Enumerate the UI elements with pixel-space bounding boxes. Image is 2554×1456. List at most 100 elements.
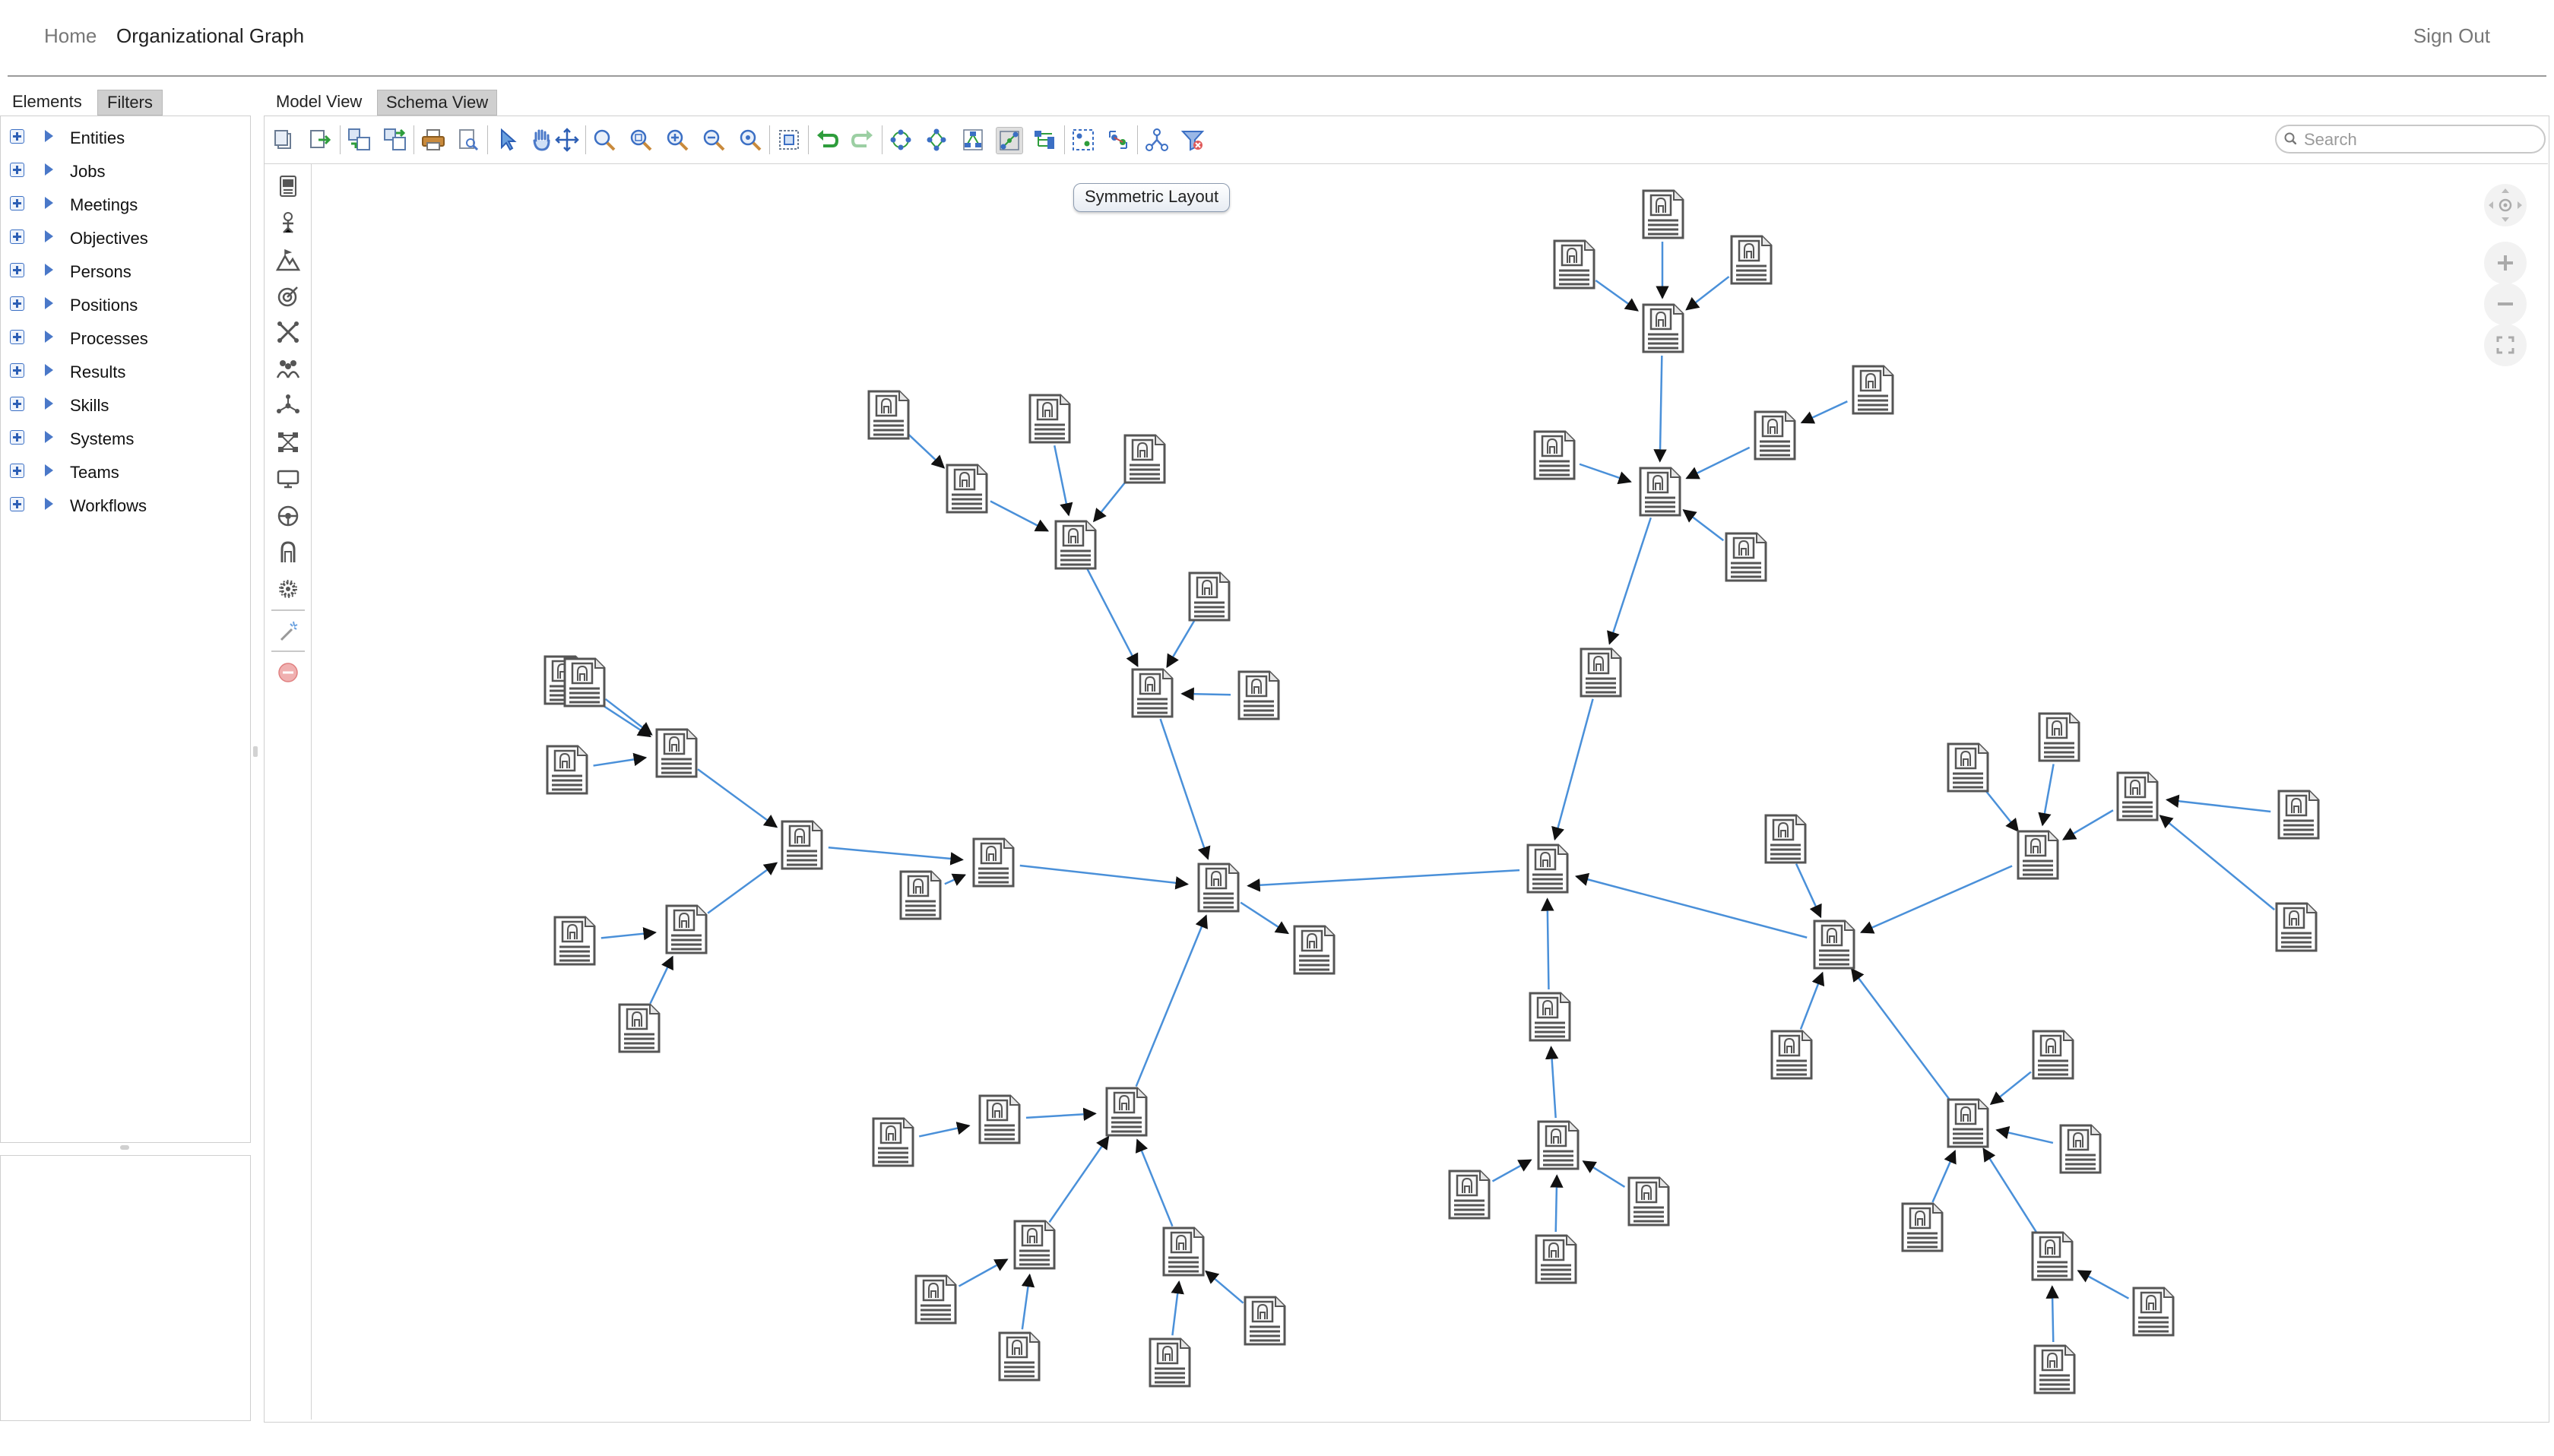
graph-node[interactable] <box>1725 532 1767 582</box>
graph-node[interactable] <box>914 1274 957 1325</box>
expand-icon[interactable] <box>10 397 24 411</box>
graph-edge[interactable] <box>944 873 967 886</box>
graph-edge[interactable] <box>1545 1046 1559 1119</box>
graph-edge[interactable] <box>1595 279 1639 312</box>
graph-node[interactable] <box>1852 365 1894 415</box>
graph-node[interactable] <box>1244 1296 1286 1346</box>
graph-node[interactable] <box>998 1331 1041 1382</box>
graph-edge[interactable] <box>1579 463 1632 485</box>
graph-node[interactable] <box>1537 1120 1580 1170</box>
graph-node[interactable] <box>2031 1231 2074 1281</box>
tab-model-view[interactable]: Model View <box>276 92 363 111</box>
tree-item-results[interactable]: Results <box>1 356 250 387</box>
graph-node[interactable] <box>1131 668 1174 718</box>
palette-skill-button[interactable] <box>275 319 301 345</box>
hierarchic-layout-button[interactable] <box>960 127 986 153</box>
graph-edge[interactable] <box>1682 509 1725 542</box>
tree-item-processes[interactable]: Processes <box>1 323 250 353</box>
chevron-right-icon[interactable] <box>45 297 53 309</box>
zoom-out-control[interactable] <box>2484 283 2527 325</box>
graph-node[interactable] <box>2116 771 2159 821</box>
graph-edge[interactable] <box>649 955 673 1005</box>
graph-edge[interactable] <box>1653 355 1667 463</box>
palette-steering-button[interactable] <box>275 503 301 529</box>
graph-node[interactable] <box>563 657 606 707</box>
redo-button[interactable] <box>850 127 876 153</box>
tab-schema-view[interactable]: Schema View <box>377 90 498 116</box>
graph-node[interactable] <box>1529 992 1571 1042</box>
palette-system-button[interactable] <box>275 429 301 455</box>
graph-edge[interactable] <box>1166 619 1196 669</box>
graph-edge[interactable] <box>1582 1160 1626 1189</box>
graph-edge[interactable] <box>1685 446 1751 480</box>
graph-node[interactable] <box>1054 520 1097 570</box>
vertical-split-handle[interactable] <box>253 746 258 757</box>
graph-edge[interactable] <box>1159 718 1211 860</box>
chevron-right-icon[interactable] <box>45 264 53 276</box>
expand-icon[interactable] <box>10 129 24 144</box>
graph-edge[interactable] <box>1799 971 1825 1030</box>
chevron-right-icon[interactable] <box>45 397 53 410</box>
palette-remove-button[interactable] <box>275 660 301 685</box>
graph-node[interactable] <box>1627 1176 1670 1227</box>
graph-edge[interactable] <box>600 926 657 941</box>
graph-edge[interactable] <box>2061 809 2114 840</box>
chevron-right-icon[interactable] <box>45 163 53 176</box>
graph-edge[interactable] <box>1240 901 1289 935</box>
graph-edge[interactable] <box>1607 517 1652 645</box>
graph-edge[interactable] <box>697 768 778 828</box>
tab-elements[interactable]: Elements <box>12 92 82 111</box>
symmetric-layout-button[interactable] <box>996 127 1023 154</box>
expand-icon[interactable] <box>10 229 24 244</box>
graph-node[interactable] <box>1188 571 1231 622</box>
chevron-right-icon[interactable] <box>45 431 53 443</box>
palette-magic-wand-button[interactable] <box>275 619 301 644</box>
graph-node[interactable] <box>1237 670 1280 720</box>
sign-out-link[interactable]: Sign Out <box>2413 24 2490 47</box>
chevron-right-icon[interactable] <box>45 464 53 476</box>
graph-node[interactable] <box>1028 394 1071 444</box>
tree-layout-button[interactable] <box>1032 127 1058 153</box>
chevron-right-icon[interactable] <box>45 130 53 142</box>
palette-objective-button[interactable] <box>275 247 301 273</box>
graph-edge[interactable] <box>2038 764 2055 827</box>
graph-node[interactable] <box>618 1003 661 1053</box>
graph-node[interactable] <box>1105 1087 1148 1137</box>
pan-control[interactable] <box>2484 184 2527 226</box>
tree-item-systems[interactable]: Systems <box>1 423 250 454</box>
expand-icon[interactable] <box>10 464 24 478</box>
palette-gear-button[interactable] <box>275 576 301 602</box>
palette-person-button[interactable] <box>275 210 301 236</box>
filter-button[interactable] <box>1180 127 1206 153</box>
undo-button[interactable] <box>814 127 840 153</box>
chevron-right-icon[interactable] <box>45 364 53 376</box>
search-input[interactable] <box>2302 129 2541 150</box>
graph-edge[interactable] <box>1550 1174 1564 1233</box>
tree-item-jobs[interactable]: Jobs <box>1 156 250 186</box>
graph-edge[interactable] <box>1983 788 2020 833</box>
home-link[interactable]: Home <box>44 24 97 47</box>
graph-edge[interactable] <box>2159 815 2275 911</box>
graph-node[interactable] <box>872 1117 914 1167</box>
graph-node[interactable] <box>1754 410 1796 461</box>
graph-edge[interactable] <box>1247 869 1520 892</box>
graph-node[interactable] <box>867 390 910 440</box>
graph-edge[interactable] <box>1048 1135 1110 1223</box>
tree-item-positions[interactable]: Positions <box>1 290 250 320</box>
graph-edge[interactable] <box>1850 967 1952 1102</box>
graph-node[interactable] <box>978 1094 1021 1144</box>
graph-edge[interactable] <box>1685 276 1730 311</box>
chevron-right-icon[interactable] <box>45 197 53 209</box>
graph-edge[interactable] <box>1092 480 1128 523</box>
print-preview-button[interactable] <box>455 127 481 153</box>
graph-edge[interactable] <box>1541 897 1554 990</box>
graph-node[interactable] <box>1947 1098 1989 1148</box>
tree-item-meetings[interactable]: Meetings <box>1 189 250 220</box>
graph-node[interactable] <box>1642 303 1684 353</box>
graph-node[interactable] <box>1764 814 1807 864</box>
ungroup-nodes-button[interactable] <box>1105 127 1131 153</box>
graph-edge[interactable] <box>1491 1159 1532 1182</box>
graph-node[interactable] <box>1535 1234 1577 1284</box>
graph-edge[interactable] <box>907 432 946 469</box>
graph-edge[interactable] <box>1989 1071 2032 1106</box>
